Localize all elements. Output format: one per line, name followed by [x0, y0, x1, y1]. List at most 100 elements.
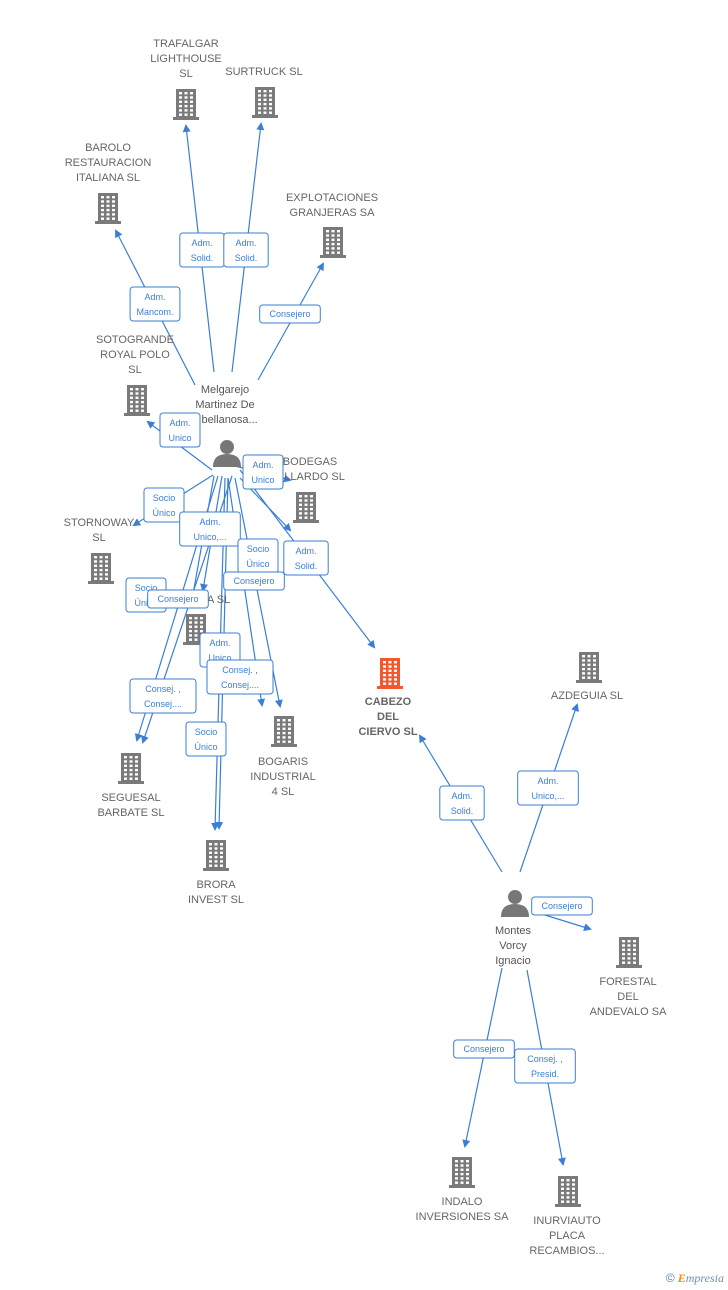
edge-label-montes-indalo[interactable]: Consejero: [453, 1039, 515, 1059]
edge-label-melgarejo-cabezo[interactable]: Adm. Solid.: [283, 540, 329, 576]
building-icon: [173, 89, 199, 120]
node-label-surtruck: SURTRUCK SL: [225, 66, 302, 78]
edge-label-melgarejo-bogaris[interactable]: Adm.Unico: [199, 632, 241, 668]
node-label-montes: Ignacio: [495, 955, 530, 967]
node-label-melgarejo: Martinez De: [195, 399, 254, 411]
node-label-forestal: FORESTAL: [599, 976, 656, 988]
node-surtruck[interactable]: SURTRUCK SL: [225, 66, 303, 118]
building-icon: [271, 716, 297, 747]
building-icon: [555, 1176, 581, 1207]
edge-label-melgarejo-bogaris[interactable]: Consejero: [223, 571, 285, 591]
node-label-brora: INVEST SL: [188, 894, 244, 906]
edge-label-text: Mancom.: [136, 307, 173, 317]
edge-label-text: Socio: [195, 727, 218, 737]
copyright-symbol: ©: [665, 1271, 675, 1285]
edge-label-text: Consej....: [144, 699, 182, 709]
edge-label-melgarejo-barolo[interactable]: Adm.Mancom.: [129, 286, 181, 322]
node-label-forestal: ANDEVALO SA: [590, 1006, 667, 1018]
building-icon: [320, 227, 346, 258]
node-label-melgarejo: ...bellanosa...: [192, 414, 257, 426]
node-label-indalo: INVERSIONES SA: [416, 1211, 510, 1223]
node-label-bogaris: INDUSTRIAL: [250, 771, 315, 783]
person-icon: [501, 890, 529, 917]
edge-label-text: Solid.: [295, 561, 318, 571]
node-label-inurviauto: PLACA: [549, 1230, 586, 1242]
edge-label-text: Solid.: [235, 253, 258, 263]
edge-label-melgarejo-bodegas[interactable]: Adm.Unico: [242, 454, 284, 490]
edge-label-text: Adm.: [169, 418, 190, 428]
brand-initial: E: [677, 1271, 686, 1285]
node-barolo[interactable]: BAROLO RESTAURACION ITALIANA SL: [65, 142, 152, 224]
node-label-explotaciones: GRANJERAS SA: [290, 207, 376, 219]
edge-label-text: Adm.: [199, 517, 220, 527]
node-label-seguesal: SEGUESAL: [101, 792, 160, 804]
node-label-indalo: INDALO: [442, 1196, 483, 1208]
edge-label-text: Único: [246, 559, 269, 569]
node-label-cabezo: CABEZO: [365, 696, 412, 708]
edge-label-melgarejo-surtruck[interactable]: Adm. Solid.: [223, 232, 269, 268]
node-indalo[interactable]: INDALO INVERSIONES SA: [416, 1157, 510, 1223]
edge-label-text: Unico,...: [531, 791, 564, 801]
edge-label-text: Único: [134, 598, 157, 608]
edge-label-text: Adm.: [295, 546, 316, 556]
node-label-barolo: ITALIANA SL: [76, 172, 140, 184]
node-bodegas[interactable]: BODEGAS...LLARDO SL: [275, 456, 345, 523]
edge-label-text: Consej....: [221, 680, 259, 690]
node-label-trafalgar: SL: [179, 68, 192, 80]
brand-name: mpresia: [685, 1271, 724, 1285]
edge-label-melgarejo-hidden_sa[interactable]: Consejero: [147, 589, 209, 609]
edge-label-text: Consej. ,: [222, 665, 258, 675]
edge-label-text: Consejero: [541, 901, 582, 911]
edge-label-text: Consej. ,: [527, 1054, 563, 1064]
edge-label-text: Consej. ,: [145, 684, 181, 694]
edge-label-text: Unico: [168, 433, 191, 443]
edge-label-text: Consejero: [463, 1044, 504, 1054]
node-explotaciones[interactable]: EXPLOTACIONES GRANJERAS SA: [286, 192, 378, 258]
edge-label-montes-cabezo[interactable]: Adm.Solid.: [439, 785, 485, 821]
node-inurviauto[interactable]: INURVIAUTO PLACA RECAMBIOS...: [529, 1176, 605, 1257]
building-icon: [118, 753, 144, 784]
edge-label-text: Presid.: [531, 1069, 559, 1079]
node-label-inurviauto: INURVIAUTO: [533, 1215, 601, 1227]
node-label-azdeguia: AZDEGUIA SL: [551, 690, 623, 702]
edge-label-melgarejo-trafalgar[interactable]: Adm.Solid.: [179, 232, 225, 268]
node-label-sotogrande: SL: [128, 364, 141, 376]
node-azdeguia[interactable]: AZDEGUIA SL: [551, 652, 623, 702]
edge-label-melgarejo-explotaciones[interactable]: Consejero: [259, 304, 321, 324]
edge-label-montes-forestal[interactable]: Consejero: [531, 896, 593, 916]
edge-label-text: Consejero: [269, 309, 310, 319]
node-label-bodegas: BODEGAS: [283, 456, 337, 468]
node-label-inurviauto: RECAMBIOS...: [529, 1245, 604, 1257]
edge-label-melgarejo-bogaris[interactable]: Consej. , Consej....: [206, 659, 274, 695]
node-label-barolo: RESTAURACION: [65, 157, 152, 169]
node-label-stornoway: SL: [92, 532, 105, 544]
edge-label-text: Adm.: [235, 238, 256, 248]
edge-label-text: Socio: [247, 544, 270, 554]
node-label-explotaciones: EXPLOTACIONES: [286, 192, 378, 204]
edge-label-montes-azdeguia[interactable]: Adm.Unico,...: [517, 770, 579, 806]
edge-label-text: Adm.: [252, 460, 273, 470]
edge-label-melgarejo-sotogrande[interactable]: Adm. Unico: [159, 412, 201, 448]
node-label-montes: Montes: [495, 925, 532, 937]
node-label-bogaris: 4 SL: [272, 786, 295, 798]
node-label-barolo: BAROLO: [85, 142, 131, 154]
edge-label-montes-inurviauto[interactable]: Consej. , Presid.: [514, 1048, 576, 1084]
edge-label-melgarejo-hidden_sa[interactable]: Adm.Unico,...: [179, 511, 241, 547]
edge-label-melgarejo-seguesal[interactable]: Consej. , Consej....: [129, 678, 197, 714]
building-icon: [203, 840, 229, 871]
